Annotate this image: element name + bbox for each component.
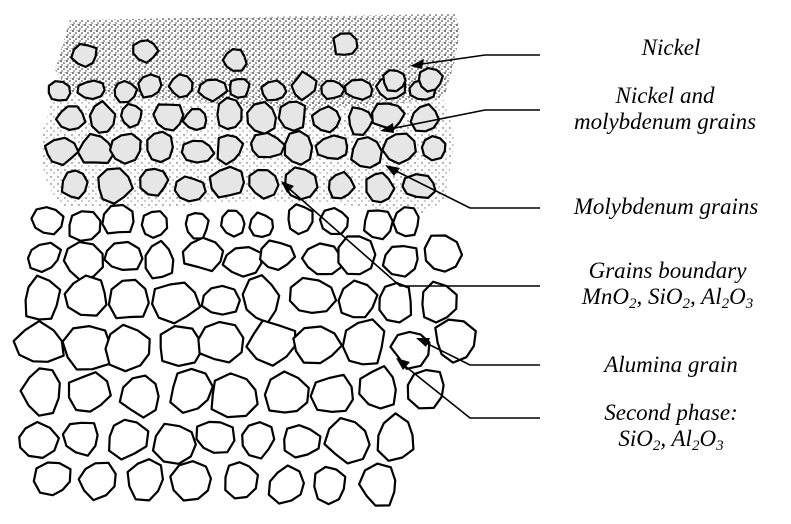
molybdenum-grain [383, 70, 405, 91]
alumina-grain [338, 236, 375, 274]
molybdenum-grain [422, 136, 445, 160]
alumina-grain [243, 275, 280, 323]
alumina-grain [65, 276, 107, 316]
alumina-grain [63, 423, 98, 456]
alumina-grain [324, 418, 369, 463]
alumina-grain [393, 207, 419, 236]
alumina-grain [170, 369, 213, 413]
molybdenum-grain [217, 98, 241, 129]
molybdenum-grain [230, 79, 249, 98]
alumina-grain [383, 246, 418, 277]
alumina-grain [19, 422, 59, 458]
alumina-grain [422, 282, 456, 323]
label-grain-boundary: Grains boundary MnO2, SiO2, Al2O3 [550, 258, 785, 310]
molybdenum-grain [403, 174, 436, 198]
alumina-grain [212, 373, 258, 417]
alumina-grain [314, 467, 345, 504]
alumina-grain [202, 286, 240, 315]
alumina-grain [79, 463, 116, 500]
alumina-grain [320, 208, 348, 234]
alumina-grain [343, 319, 385, 364]
molybdenum-grain [261, 81, 286, 101]
label-nickel: Nickel [560, 35, 782, 61]
alumina-grain [161, 326, 202, 366]
alumina-grain [265, 372, 309, 413]
label-molybdenum-text: Molybdenum grains [574, 194, 759, 219]
alumina-grain [104, 242, 142, 270]
alumina-grain [425, 236, 462, 272]
alumina-grain [102, 205, 133, 233]
alumina-grain [302, 244, 343, 275]
alumina-grain [221, 211, 244, 237]
molybdenum-grain [49, 81, 70, 100]
alumina-grain [152, 283, 200, 324]
alumina-grain [120, 376, 159, 418]
label-nickel-molybdenum-line2: molybdenum grains [545, 109, 785, 135]
alumina-grain [242, 422, 274, 458]
alumina-grain [64, 242, 103, 280]
alumina-grain [31, 207, 63, 234]
alumina-grain [153, 424, 196, 464]
alumina-grain [186, 213, 209, 238]
alumina-grain [197, 422, 235, 453]
alumina-grain [128, 459, 163, 500]
alumina-grain [284, 425, 320, 457]
alumina-grain [198, 322, 243, 362]
alumina-grain [28, 243, 61, 272]
alumina-grain [63, 326, 111, 369]
alumina-grain [225, 462, 258, 498]
alumina-grain [146, 241, 174, 278]
label-molybdenum: Molybdenum grains [545, 194, 787, 220]
alumina-grain [26, 276, 61, 320]
alumina-grain [290, 278, 336, 313]
label-grain-boundary-formula: MnO2, SiO2, Al2O3 [550, 284, 785, 310]
molybdenum-grain [285, 131, 312, 165]
alumina-grain [379, 283, 411, 322]
alumina-grain [183, 238, 223, 271]
molybdenum-grain [78, 81, 105, 100]
alumina-grain [408, 370, 444, 408]
molybdenum-grain [333, 33, 357, 54]
alumina-grain [34, 463, 71, 496]
alumina-grain [109, 420, 148, 460]
molybdenum-grain [62, 171, 88, 199]
label-nickel-molybdenum: Nickel and molybdenum grains [545, 83, 785, 135]
alumina-grain [339, 281, 378, 318]
alumina-grain [364, 211, 393, 240]
alumina-grain [109, 280, 149, 318]
label-nickel-molybdenum-line1: Nickel and [545, 83, 785, 109]
alumina-grain [378, 413, 414, 460]
alumina-grain [70, 211, 101, 241]
alumina-grain [359, 464, 395, 506]
alumina-grain [106, 325, 150, 371]
label-alumina: Alumina grain [560, 352, 782, 378]
alumina-grain [170, 461, 211, 500]
alumina-grain [223, 247, 262, 277]
alumina-grain [359, 366, 396, 408]
alumina-grain [69, 372, 111, 411]
alumina-grain [311, 375, 353, 412]
alumina-grain [142, 211, 167, 238]
label-second-phase: Second phase: SiO2, Al2O3 [560, 400, 782, 452]
label-second-phase-formula: SiO2, Al2O3 [560, 426, 782, 452]
alumina-grain [289, 204, 313, 234]
alumina-grain [293, 327, 342, 364]
alumina-grain [260, 241, 295, 270]
alumina-grain [21, 368, 60, 415]
alumina-grain [249, 213, 273, 237]
molybdenum-grain [147, 132, 173, 162]
molybdenum-grain [110, 134, 141, 164]
molybdenum-grain [351, 137, 382, 168]
label-alumina-text: Alumina grain [604, 352, 738, 377]
alumina-grain [14, 321, 64, 362]
alumina-grain [390, 332, 429, 369]
alumina-grain [269, 466, 304, 504]
alumina-grain [246, 321, 295, 366]
label-grain-boundary-line1: Grains boundary [550, 258, 785, 284]
alumina-grain [435, 320, 476, 363]
label-second-phase-line1: Second phase: [560, 400, 782, 426]
label-nickel-text: Nickel [642, 35, 701, 60]
alumina-grains [14, 204, 476, 505]
